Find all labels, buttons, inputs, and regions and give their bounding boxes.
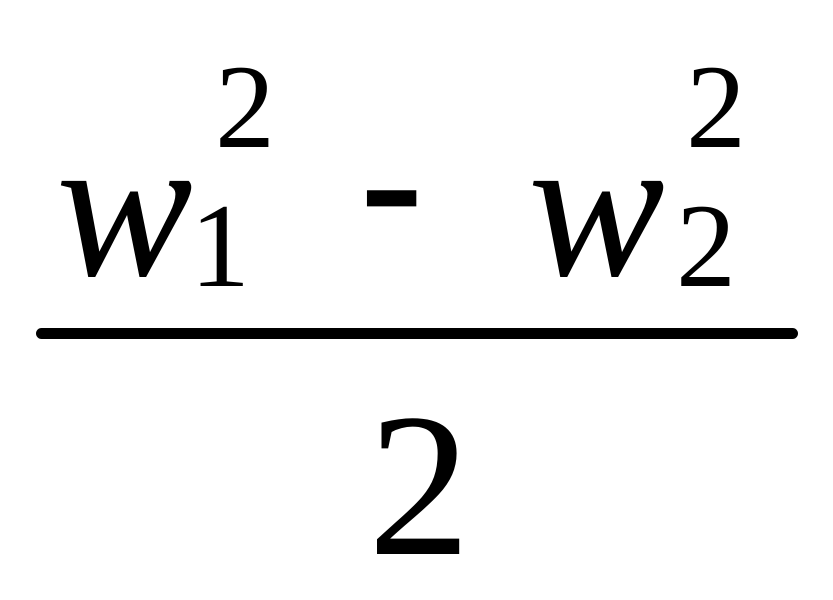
term2-subscript: 2 (676, 179, 736, 312)
denominator: 2 (368, 372, 471, 599)
term1-subscript: 1 (190, 179, 250, 312)
term1-superscript: 2 (215, 40, 275, 173)
fraction-bar (36, 328, 798, 339)
minus-operator: - (360, 75, 424, 285)
term2-superscript: 2 (686, 40, 746, 173)
term2-base: w (528, 93, 665, 320)
term1-base: w (56, 93, 193, 320)
